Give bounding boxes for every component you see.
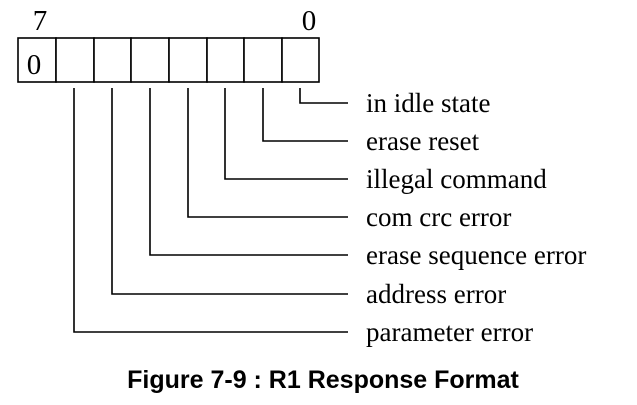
bit-labels: in idle state erase reset illegal comman… [366, 88, 586, 347]
bit-label-address-error: address error [366, 279, 506, 309]
bit-label-in-idle-state: in idle state [366, 88, 490, 118]
leader-line-bit-3 [187, 88, 348, 218]
leader-line-bit-4 [149, 88, 348, 256]
bit-cell-4 [130, 37, 170, 83]
figure-caption: Figure 7-9 : R1 Response Format [127, 366, 519, 394]
bit-cell-5 [93, 37, 132, 83]
leader-line-bit-2 [224, 88, 348, 180]
bit-cell-7 [17, 37, 57, 83]
bit-label-erase-sequence-error: erase sequence error [366, 240, 586, 270]
bit-cell-3 [168, 37, 208, 83]
bit-label-com-crc-error: com crc error [366, 202, 511, 232]
bit-cell-1 [243, 37, 283, 83]
msb-label: 7 [33, 5, 48, 37]
bit-label-parameter-error: parameter error [366, 317, 533, 347]
leader-line-bit-6 [73, 88, 348, 333]
leader-line-bit-0 [299, 88, 348, 104]
bit-cell-2 [206, 37, 245, 83]
bit-leader-lines [73, 88, 348, 333]
bit-cell-6 [55, 37, 95, 83]
register-cells [17, 37, 320, 83]
leader-line-bit-1 [262, 88, 348, 142]
leader-line-bit-5 [111, 88, 348, 295]
lsb-label: 0 [302, 5, 317, 37]
bit-label-erase-reset: erase reset [366, 126, 480, 156]
bit-label-illegal-command: illegal command [366, 164, 547, 194]
bit-cell-0 [281, 37, 320, 83]
bit7-value: 0 [27, 49, 42, 81]
